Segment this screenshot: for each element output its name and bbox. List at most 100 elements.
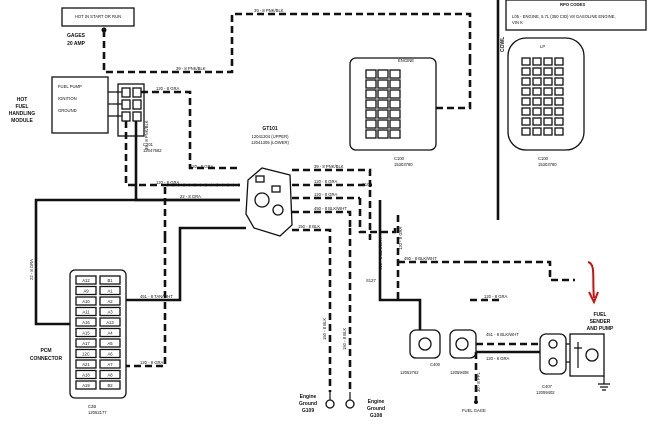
engine-connector-part: 15303780 [394,162,413,167]
module-pin-2: IGNITION [58,96,77,101]
wire-label-w26: 120 - 8 GRA [484,294,507,299]
pcm-pin-label: A11 [82,310,90,315]
annotation-arrow [587,261,595,299]
c201-part: 12047662 [143,148,162,153]
wire-label-w22: 120 - 8 GRA [140,360,163,365]
engine-cavity [389,99,401,109]
cowl-cavity [532,117,542,126]
engine-cavity [365,89,377,99]
wire-39-pnk-blk-right [292,168,372,190]
pcm-cavity [75,306,97,317]
cowl-cavity [532,87,542,96]
wire-450-blk-wht-right [292,210,352,228]
cowl-cavity [543,107,553,116]
pcm-cavity [75,380,97,390]
cowl-cavity [554,107,564,116]
engine-cavity [389,109,401,119]
c400-part: 12052762 [400,370,419,375]
cowl-cavity [521,97,531,106]
wire-451 [378,200,422,342]
engine-connector: ENGINE C100 15303780 [349,57,437,167]
pcm-pin-label: 12C [82,352,90,357]
cowl-cavity [521,87,531,96]
pcm-cavity [99,285,121,296]
wire-label-w18: 451 - 8 BLK/WHT [486,332,519,337]
cowl-cavity [532,107,542,116]
module-title-3: HANDLING [9,111,35,117]
fuel-sender-id: C407 [542,384,553,389]
pcm-pin-label: A3 [107,310,113,315]
c400-part2: 12059408 [450,370,469,375]
cowl-cavity [543,97,553,106]
pcm-cavity [99,348,121,359]
wire-label-w27: 450 - 8 BLK/WHT [404,256,437,261]
wire-150-blk [292,228,332,392]
engine-cavity [389,69,401,79]
pcm-cavity [75,285,97,296]
wire-label-w9: 39 - 8 PNK/BLK [176,66,206,71]
engine-cavity [389,79,401,89]
gt101-part1: 12041304 (UPPER) [251,134,289,139]
fuel-sender-pump: FUEL SENDER AND PUMP [569,312,614,391]
engine-cavity [365,109,377,119]
pcm-connector-id: C2B [88,404,96,409]
pcm-pin-label: A19 [82,383,90,388]
wire-label-w15: 450 - 8 BLK/WHT [378,237,383,270]
module-pin-3: GROUND [58,108,77,113]
engine-cavity [365,99,377,109]
cowl-cavity [521,77,531,86]
cowl-cavity [521,67,531,76]
cowl-cavity [521,127,531,136]
pcm-cavity [75,338,97,348]
pcm-pin-label: A9 [83,289,89,294]
gt101-part2: 12041305 (LOWER) [251,140,290,145]
c400-id: C400 [430,362,441,367]
fuel-sender-connector: C407 12059402 [536,333,567,395]
fuel-sender-title-2: SENDER [590,319,611,325]
pcm-pin-label: A4 [107,331,113,336]
wire-label-w13: 22 - 8 GRA [29,259,34,280]
wire-label-w24: 30 - 8 PPL [476,372,481,392]
gt101-connector: GT101 12041304 (UPPER) 12041305 (LOWER) [245,126,293,237]
pcm-cavity [99,380,121,390]
wire-label-w10: 120 - 8 GRA [314,179,337,184]
splice-s103: S103 [362,182,372,187]
module-title-1: HOT [17,97,28,103]
wire-label-w9b: 39 - 8 PNK/BLK [314,164,344,169]
g108-line1: Engine [368,399,385,405]
pcm-pin-label: A16 [82,320,90,325]
pcm-cavity [99,306,121,317]
wire-label-w3: 120 - 8 GRA [156,180,179,185]
cowl-connector-id: C100 [538,156,549,161]
engine-cavity [365,69,377,79]
cowl-cavity [554,87,564,96]
pcm-pin-label: B2 [107,383,113,388]
pcm-cavity [99,369,121,380]
engine-cavity [365,119,377,129]
wire-22-gra [134,121,240,202]
pcm-cavity [99,359,121,369]
wire-label-w5: 22 - 8 GRA [180,194,201,199]
engine-cavity [389,129,401,139]
wire-label-w17: 150 - 8 BLK [322,318,327,340]
pcm-connector: A12A9A10A11A16A15A1712CA21A18A19B1A1A2A3… [30,269,127,415]
pcm-cavity [75,275,97,285]
wire-label-w11: 450 - 8 BLK/WHT [314,206,347,211]
wire-label-w23: 150 - 8 BLK [342,328,347,350]
g108-line2: Ground [367,406,385,412]
pcm-cavity [75,369,97,380]
g108-id: G108 [370,413,382,419]
cowl-cavity [543,67,553,76]
cowl-cavity [532,127,542,136]
pcm-pin-label: A2 [107,299,113,304]
wire-22-gra-pcm [34,198,240,326]
module-title-2: FUEL [15,104,28,110]
pcm-cavity [75,348,97,359]
engine-cavity [377,109,389,119]
wire-label-w20: 120 - 8 GRA [486,356,509,361]
c400-connector: C400 12052762 12059408 [400,329,477,375]
pcm-cavity [99,317,121,327]
pcm-cavity [75,296,97,306]
pcm-title-2: CONNECTOR [30,356,63,362]
